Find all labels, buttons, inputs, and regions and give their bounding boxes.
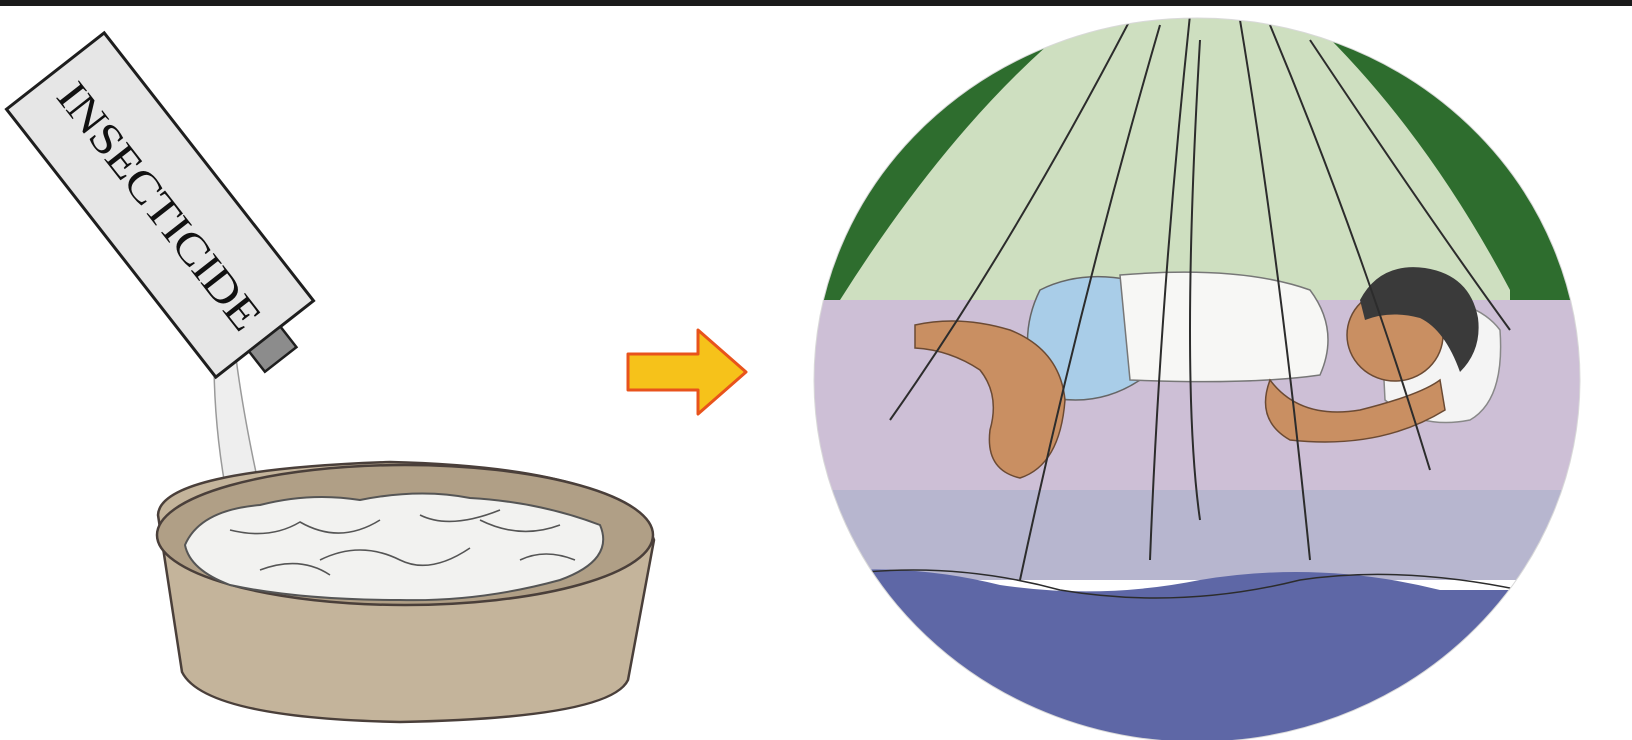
insecticide-treatment-illustration: INSECTICIDE (6, 33, 654, 722)
person-under-net-icon (800, 0, 1600, 740)
person-shirt (1120, 272, 1328, 382)
top-frame-line (0, 0, 1632, 6)
insecticide-box-icon: INSECTICIDE (6, 33, 329, 398)
floor-lavender (800, 490, 1600, 580)
basin-icon (157, 462, 654, 722)
floor-blue (800, 569, 1600, 740)
right-arrow-icon (628, 330, 746, 414)
soaking-net (185, 493, 603, 600)
